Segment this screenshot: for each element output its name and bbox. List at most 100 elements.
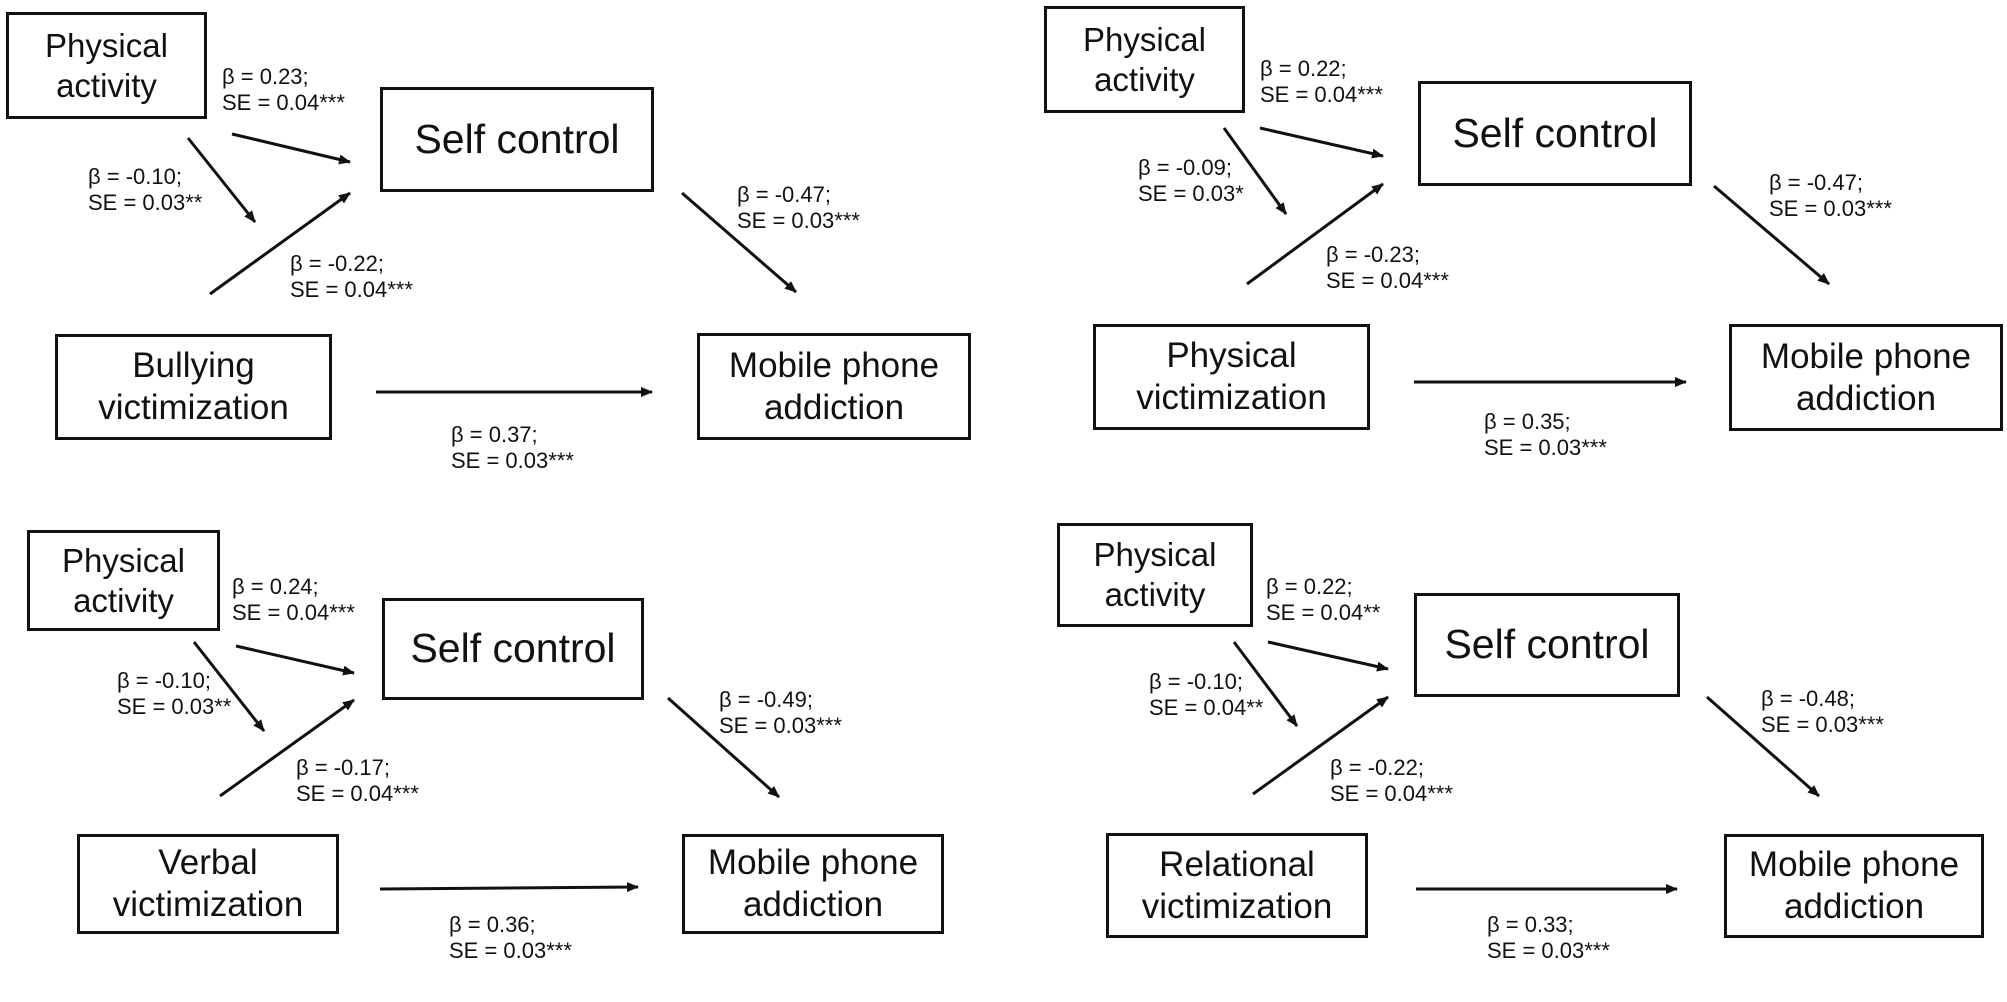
self-control-box: Self control (1418, 81, 1692, 186)
coefficient-line: β = 0.35; (1484, 409, 1571, 434)
coefficient-line: β = 0.22; (1266, 574, 1353, 599)
coefficient-line: β = -0.22; (1330, 755, 1424, 780)
diagram-panel-bullying: Physical activity Self control Bullying … (0, 0, 1000, 484)
coef-victimization-to-addiction: β = 0.37;SE = 0.03*** (451, 422, 574, 473)
box-line: addiction (763, 387, 905, 427)
coefficient-line: SE = 0.03*** (1769, 195, 1892, 221)
arrow-victimization-to-addiction (379, 882, 639, 893)
box-line: victimization (112, 885, 304, 924)
coefficient-line: β = -0.17; (296, 755, 390, 780)
coefficient-line: SE = 0.03*** (451, 447, 574, 473)
box-line: activity (73, 581, 174, 619)
mobile-phone-addiction-box: Mobile phone addiction (697, 333, 971, 440)
arrow-activity-moderation (1232, 641, 1299, 727)
victimization-box: Bullying victimization (55, 334, 332, 440)
box-line: Physical (1093, 536, 1217, 574)
box-line: Mobile phone (1760, 336, 1972, 376)
box-line: Verbal (158, 843, 258, 882)
box-line: Physical (62, 541, 185, 579)
coef-selfcontrol-to-addiction: β = -0.47;SE = 0.03*** (737, 182, 860, 233)
coefficient-line: SE = 0.03*** (1484, 434, 1607, 460)
coefficient-line: SE = 0.03*** (449, 937, 572, 963)
arrow-victimization-to-selfcontrol (209, 191, 351, 296)
physical-activity-box: Physical activity (1057, 523, 1253, 627)
coefficient-line: β = -0.10; (117, 668, 211, 693)
arrow-activity-moderation (192, 641, 266, 732)
coef-selfcontrol-to-addiction: β = -0.47;SE = 0.03*** (1769, 170, 1892, 221)
arrow-activity-moderation (186, 137, 257, 223)
coefficient-line: β = -0.22; (290, 251, 384, 276)
coefficient-line: β = 0.36; (449, 912, 536, 937)
coef-activity-moderation: β = -0.09;SE = 0.03* (1138, 155, 1244, 206)
arrow-selfcontrol-to-addiction (1706, 695, 1820, 798)
coefficient-line: SE = 0.04*** (232, 599, 355, 625)
coef-victimization-to-selfcontrol: β = -0.22;SE = 0.04*** (1330, 755, 1453, 806)
arrow-activity-to-selfcontrol (231, 132, 351, 165)
coef-selfcontrol-to-addiction: β = -0.49;SE = 0.03*** (719, 687, 842, 738)
self-control-box: Self control (382, 598, 644, 700)
arrow-selfcontrol-to-addiction (681, 191, 797, 294)
box-line: Self control (1452, 109, 1658, 156)
coefficient-line: SE = 0.03* (1138, 180, 1244, 206)
mobile-phone-addiction-box: Mobile phone addiction (1724, 834, 1984, 938)
coefficient-line: β = 0.37; (451, 422, 538, 447)
box-line: Self control (414, 115, 620, 162)
coef-victimization-to-selfcontrol: β = -0.17;SE = 0.04*** (296, 755, 419, 806)
coefficient-line: SE = 0.03** (88, 189, 203, 215)
physical-activity-box: Physical activity (6, 12, 207, 119)
coefficient-line: SE = 0.03*** (1761, 711, 1884, 737)
coefficient-line: β = -0.48; (1761, 686, 1855, 711)
path-arrows (186, 132, 797, 397)
physical-activity-box: Physical activity (1044, 6, 1245, 113)
path-arrows (1222, 126, 1830, 387)
path-arrows (1232, 640, 1820, 894)
coefficient-line: β = -0.23; (1326, 242, 1420, 267)
coef-activity-moderation: β = -0.10;SE = 0.03** (88, 164, 202, 215)
box-line: victimization (1141, 886, 1333, 926)
arrow-activity-moderation (1222, 127, 1288, 215)
coefficient-line: SE = 0.03*** (1487, 937, 1610, 963)
coefficient-line: SE = 0.04** (1149, 694, 1264, 720)
box-line: victimization (1136, 378, 1327, 417)
box-line: activity (1104, 576, 1206, 613)
coefficient-line: β = -0.47; (737, 182, 831, 207)
coefficient-line: β = -0.10; (88, 164, 182, 189)
coefficient-line: β = -0.09; (1138, 155, 1232, 180)
coefficient-line: SE = 0.04*** (1260, 81, 1383, 107)
coefficient-line: SE = 0.04*** (1326, 267, 1449, 293)
box-line: Physical (1166, 336, 1297, 375)
coef-activity-moderation: β = -0.10;SE = 0.04** (1149, 669, 1263, 720)
box-line: Self control (410, 625, 616, 672)
arrow-activity-to-selfcontrol (235, 644, 355, 676)
mobile-phone-addiction-box: Mobile phone addiction (1729, 324, 2003, 431)
coef-activity-moderation: β = -0.10;SE = 0.03** (117, 668, 231, 719)
coefficient-line: SE = 0.03** (117, 693, 232, 719)
victimization-box: Relational victimization (1106, 833, 1368, 938)
box-line: activity (1094, 60, 1195, 98)
arrow-victimization-to-selfcontrol (1246, 182, 1384, 286)
coefficient-line: SE = 0.03*** (719, 712, 842, 738)
box-line: Mobile phone (1748, 845, 1960, 884)
coef-victimization-to-addiction: β = 0.36;SE = 0.03*** (449, 912, 572, 963)
coef-victimization-to-addiction: β = 0.35;SE = 0.03*** (1484, 409, 1607, 460)
coefficient-line: SE = 0.04** (1266, 599, 1381, 625)
coefficient-line: SE = 0.04*** (296, 780, 419, 806)
coefficient-line: β = 0.33; (1487, 912, 1574, 937)
diagram-panel-relational: Physical activity Self control Relationa… (1054, 511, 2007, 995)
coefficient-line: SE = 0.04*** (290, 276, 413, 302)
coef-victimization-to-selfcontrol: β = -0.23;SE = 0.04*** (1326, 242, 1449, 293)
arrow-victimization-to-selfcontrol (1252, 695, 1389, 796)
box-line: Mobile phone (707, 843, 919, 882)
box-line: Physical (1083, 20, 1206, 58)
self-control-box: Self control (1414, 593, 1680, 697)
coefficient-line: β = -0.47; (1769, 170, 1863, 195)
self-control-box: Self control (380, 87, 654, 192)
box-line: Mobile phone (728, 345, 940, 385)
coef-activity-to-selfcontrol: β = 0.23;SE = 0.04*** (222, 64, 345, 115)
arrow-activity-to-selfcontrol (1267, 640, 1389, 672)
box-line: Bullying (132, 346, 255, 385)
box-line: activity (56, 66, 157, 104)
diagram-panel-verbal: Physical activity Self control Verbal vi… (22, 518, 1022, 1002)
box-line: addiction (1795, 378, 1937, 418)
arrow-selfcontrol-to-addiction (1713, 184, 1830, 286)
